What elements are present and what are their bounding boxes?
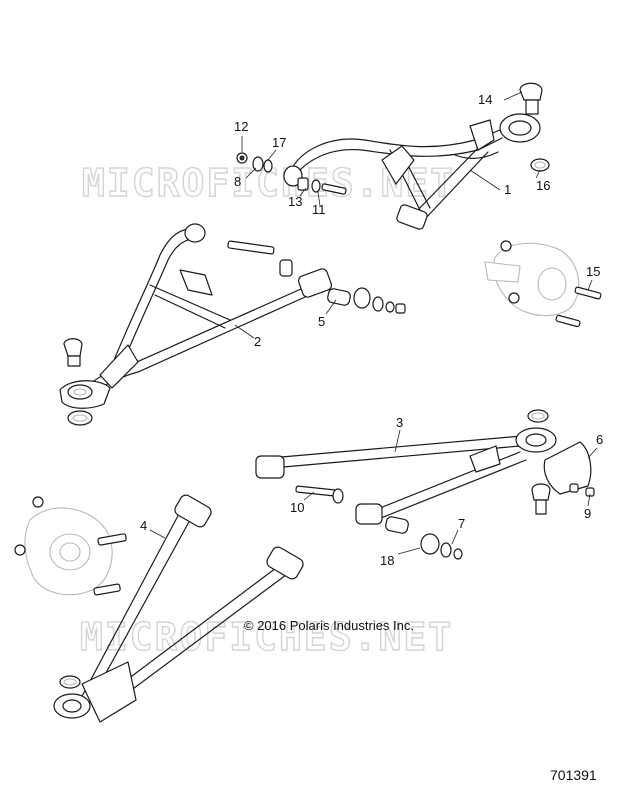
callout-3: 3 — [396, 415, 403, 430]
callout-2: 2 — [254, 334, 261, 349]
figure-number: 701391 — [550, 767, 597, 783]
callout-5: 5 — [318, 314, 325, 329]
callout-12: 12 — [234, 119, 248, 134]
part-3-hardware — [295, 441, 595, 560]
watermark-bottom: MICROFICHES.NET — [80, 615, 453, 659]
copyright-notice: © 2016 Polaris Industries Inc. — [244, 618, 414, 633]
callout-7: 7 — [458, 516, 465, 531]
leader-lines — [149, 91, 598, 555]
a-arm-upper-1 — [283, 113, 541, 230]
part-1-hardware — [236, 82, 550, 195]
callout-15: 15 — [586, 264, 600, 279]
callout-1: 1 — [504, 182, 511, 197]
callout-4: 4 — [140, 518, 147, 533]
callout-11: 11 — [312, 202, 326, 217]
callout-9: 9 — [584, 506, 591, 521]
a-arm-3 — [255, 409, 557, 525]
callout-14: 14 — [478, 92, 492, 107]
a-arm-4 — [53, 494, 304, 723]
callout-18: 18 — [380, 553, 394, 568]
callout-8: 8 — [234, 174, 241, 189]
knuckle-left — [14, 496, 127, 596]
callout-10: 10 — [290, 500, 304, 515]
callout-6: 6 — [596, 432, 603, 447]
a-arm-lower-2 — [59, 223, 333, 426]
part-2-hardware — [227, 240, 406, 314]
callout-17: 17 — [272, 135, 286, 150]
knuckle-right — [484, 240, 602, 328]
callout-13: 13 — [288, 194, 302, 209]
callout-16: 16 — [536, 178, 550, 193]
callouts: 14 12 17 8 1 16 13 11 15 5 2 3 6 10 9 7 … — [140, 92, 603, 568]
